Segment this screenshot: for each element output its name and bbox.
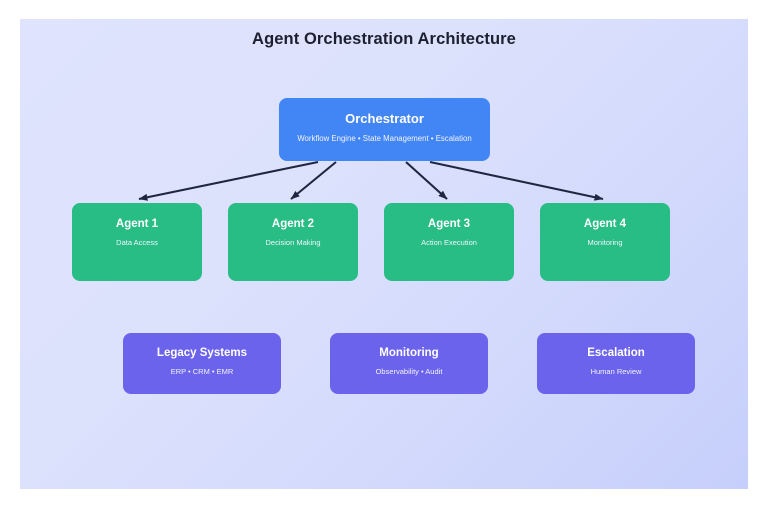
node-monitoring[interactable]: Monitoring Observability • Audit — [330, 333, 488, 394]
node-escalation-title: Escalation — [587, 347, 645, 359]
node-legacy-systems-title: Legacy Systems — [156, 347, 248, 359]
node-agent-3-title: Agent 3 — [427, 218, 471, 230]
node-orchestrator-title: Orchestrator — [345, 111, 424, 126]
node-orchestrator[interactable]: Orchestrator Workflow Engine • State Man… — [279, 98, 490, 161]
node-agent-3[interactable]: Agent 3 Action Execution — [384, 203, 514, 281]
node-agent-4-subtitle: Monitoring — [587, 237, 623, 247]
node-monitoring-subtitle: Observability • Audit — [375, 366, 443, 376]
node-agent-2[interactable]: Agent 2 Decision Making — [228, 203, 358, 281]
node-agent-2-title: Agent 2 — [271, 218, 315, 230]
node-agent-1[interactable]: Agent 1 Data Access — [72, 203, 202, 281]
page-title: Agent Orchestration Architecture — [252, 30, 516, 48]
node-agent-1-subtitle: Data Access — [116, 237, 158, 247]
node-escalation[interactable]: Escalation Human Review — [537, 333, 695, 394]
node-legacy-systems[interactable]: Legacy Systems ERP • CRM • EMR — [123, 333, 281, 394]
node-agent-1-title: Agent 1 — [115, 218, 159, 230]
node-agent-3-subtitle: Action Execution — [421, 237, 477, 247]
node-escalation-subtitle: Human Review — [590, 366, 642, 376]
node-monitoring-title: Monitoring — [379, 347, 439, 359]
node-legacy-systems-subtitle: ERP • CRM • EMR — [170, 366, 234, 376]
node-agent-4[interactable]: Agent 4 Monitoring — [540, 203, 670, 281]
node-agent-4-title: Agent 4 — [583, 218, 627, 230]
node-agent-2-subtitle: Decision Making — [265, 237, 321, 247]
node-orchestrator-subtitle: Workflow Engine • State Management • Esc… — [297, 133, 472, 143]
